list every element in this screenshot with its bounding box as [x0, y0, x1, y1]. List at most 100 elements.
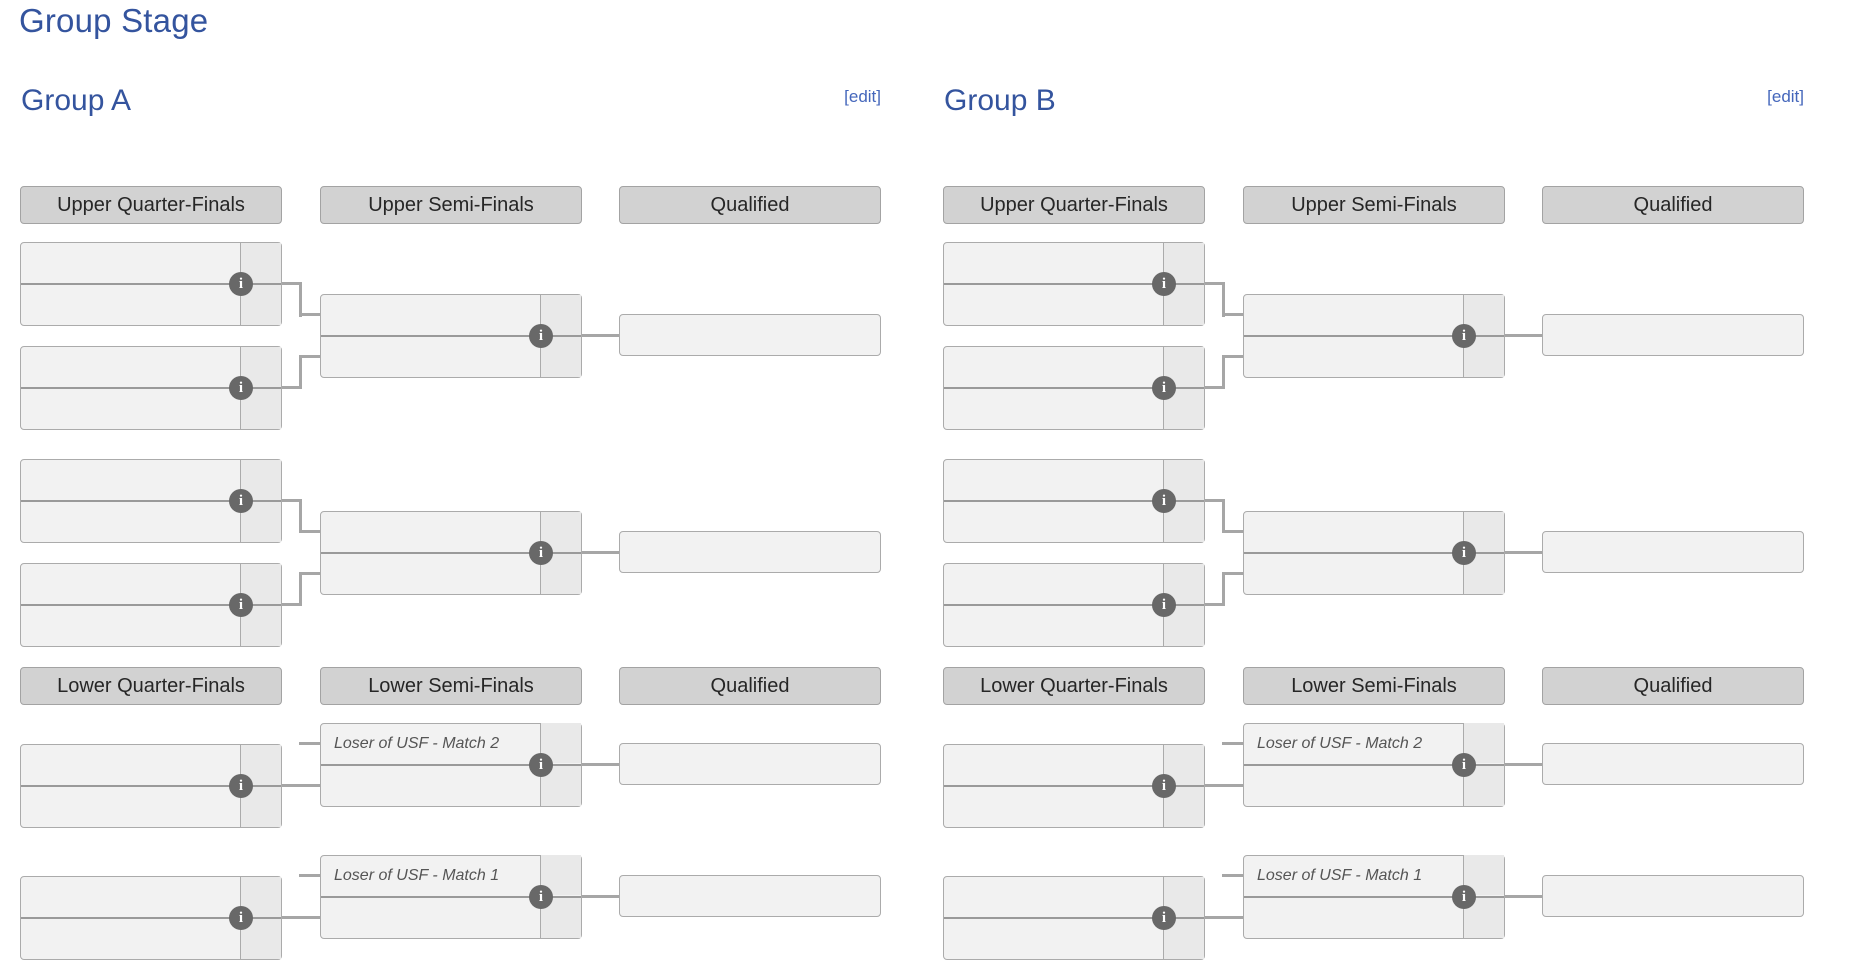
- bracket-connector: [1205, 499, 1222, 502]
- edit-link[interactable]: [edit]: [844, 87, 881, 106]
- score-cell: [1463, 723, 1504, 763]
- info-icon[interactable]: i: [1152, 376, 1176, 400]
- bracket-connector: [1505, 763, 1542, 766]
- match-lower-sf-1: Loser of USF - Match 2 i: [320, 723, 582, 807]
- info-icon[interactable]: i: [229, 906, 253, 930]
- round-header-qualified-upper: Qualified: [619, 186, 881, 224]
- bracket-connector: [299, 742, 320, 745]
- team-slot: [944, 285, 1204, 325]
- round-header-lower-semi-finals: Lower Semi-Finals: [320, 667, 582, 705]
- match-lower-sf-2: Loser of USF - Match 1 i: [1243, 855, 1505, 939]
- info-icon[interactable]: i: [1452, 753, 1476, 777]
- info-icon[interactable]: i: [1452, 885, 1476, 909]
- bracket-connector: [299, 355, 320, 358]
- bracket-connector: [1205, 784, 1243, 787]
- round-header-qualified-lower: Qualified: [1542, 667, 1804, 705]
- team-slot: Loser of USF - Match 1: [321, 855, 581, 898]
- round-header-lower-quarter-finals: Lower Quarter-Finals: [943, 667, 1205, 705]
- bracket-connector: [299, 499, 302, 533]
- bracket-connector: [1222, 572, 1225, 606]
- bracket-connector: [1505, 551, 1542, 554]
- bracket-connector: [282, 499, 299, 502]
- info-icon[interactable]: i: [529, 885, 553, 909]
- info-icon[interactable]: i: [1152, 906, 1176, 930]
- info-icon[interactable]: i: [1452, 324, 1476, 348]
- info-icon[interactable]: i: [1152, 489, 1176, 513]
- match-upper-sf-1: i: [320, 294, 582, 378]
- match-lower-qf-2: i: [943, 876, 1205, 960]
- match-upper-qf-4: i: [943, 563, 1205, 647]
- info-icon[interactable]: i: [1152, 774, 1176, 798]
- loser-note: Loser of USF - Match 1: [1257, 867, 1423, 884]
- bracket-connector: [299, 572, 320, 575]
- edit-link[interactable]: [edit]: [1767, 87, 1804, 106]
- info-icon[interactable]: i: [1152, 272, 1176, 296]
- bracket-connector: [1222, 499, 1225, 533]
- match-upper-qf-1: i: [20, 242, 282, 326]
- bracket-connector: [1505, 334, 1542, 337]
- round-header-upper-semi-finals: Upper Semi-Finals: [1243, 186, 1505, 224]
- match-upper-qf-4: i: [20, 563, 282, 647]
- round-header-lower-quarter-finals: Lower Quarter-Finals: [20, 667, 282, 705]
- match-lower-qf-2: i: [20, 876, 282, 960]
- info-icon[interactable]: i: [529, 541, 553, 565]
- team-slot: [944, 243, 1204, 285]
- bracket-connector: [582, 551, 619, 554]
- team-slot: [1244, 295, 1504, 337]
- info-icon[interactable]: i: [229, 593, 253, 617]
- match-upper-qf-1: i: [943, 242, 1205, 326]
- round-header-qualified-upper: Qualified: [1542, 186, 1804, 224]
- bracket-connector: [1222, 282, 1225, 317]
- info-icon[interactable]: i: [529, 324, 553, 348]
- bracket-connector: [282, 386, 299, 389]
- bracket-connector: [1222, 355, 1225, 389]
- group-title: Group A: [21, 84, 132, 117]
- info-icon[interactable]: i: [229, 272, 253, 296]
- qualified-box-lower-1: [1542, 743, 1804, 785]
- qualified-box-lower-2: [619, 875, 881, 917]
- bracket-connector: [582, 763, 619, 766]
- team-slot: Loser of USF - Match 2: [1244, 723, 1504, 766]
- bracket-connector: [282, 603, 299, 606]
- match-lower-sf-2: Loser of USF - Match 1 i: [320, 855, 582, 939]
- group-a-section: Group A [edit] Upper Quarter-Finals Uppe…: [20, 0, 882, 976]
- bracket-connector: [1222, 530, 1243, 533]
- group-b-section: Group B [edit] Upper Quarter-Finals Uppe…: [943, 0, 1805, 976]
- page-title: Group Stage: [19, 2, 209, 39]
- info-icon[interactable]: i: [229, 774, 253, 798]
- team-slot: [21, 877, 281, 919]
- bracket-connector: [282, 916, 320, 919]
- bracket-connector: [282, 282, 299, 285]
- bracket-connector: [1222, 313, 1243, 316]
- bracket-connector: [299, 572, 302, 606]
- info-icon[interactable]: i: [1452, 541, 1476, 565]
- match-upper-qf-3: i: [943, 459, 1205, 543]
- bracket-connector: [582, 334, 619, 337]
- match-upper-qf-2: i: [943, 346, 1205, 430]
- info-icon[interactable]: i: [529, 753, 553, 777]
- info-icon[interactable]: i: [229, 376, 253, 400]
- info-icon[interactable]: i: [229, 489, 253, 513]
- bracket-connector: [299, 530, 320, 533]
- score-cell: [1163, 285, 1204, 325]
- match-upper-sf-2: i: [320, 511, 582, 595]
- bracket-connector: [1205, 282, 1222, 285]
- qualified-box-lower-1: [619, 743, 881, 785]
- bracket-connector: [1222, 355, 1243, 358]
- qualified-box-lower-2: [1542, 875, 1804, 917]
- loser-note: Loser of USF - Match 1: [334, 867, 500, 884]
- bracket-connector: [299, 282, 302, 317]
- bracket-connector: [1205, 386, 1222, 389]
- round-header-qualified-lower: Qualified: [619, 667, 881, 705]
- loser-note: Loser of USF - Match 2: [1257, 735, 1423, 752]
- round-header-lower-semi-finals: Lower Semi-Finals: [1243, 667, 1505, 705]
- team-slot: Loser of USF - Match 2: [321, 723, 581, 766]
- bracket-connector: [299, 355, 302, 389]
- match-lower-qf-1: i: [943, 744, 1205, 828]
- bracket-connector: [1222, 742, 1243, 745]
- round-header-upper-quarter-finals: Upper Quarter-Finals: [943, 186, 1205, 224]
- qualified-box-upper-1: [1542, 314, 1804, 356]
- bracket-connector: [299, 313, 320, 316]
- info-icon[interactable]: i: [1152, 593, 1176, 617]
